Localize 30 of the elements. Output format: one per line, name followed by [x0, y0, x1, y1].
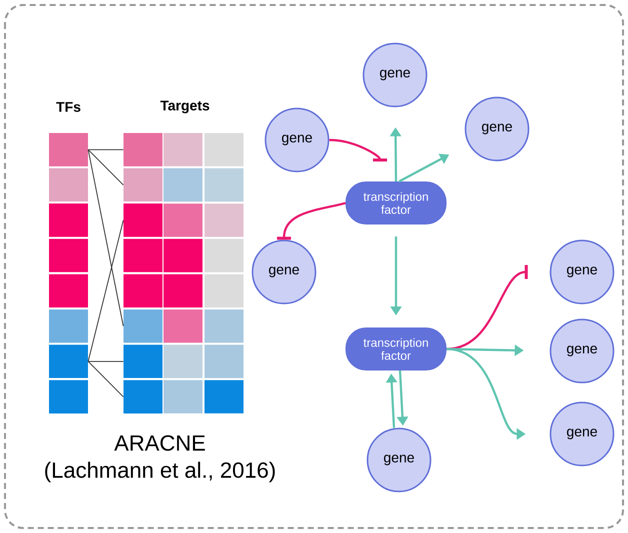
- citation: (Lachmann et al., 2016): [45, 462, 275, 482]
- connector-line: [88, 149, 124, 150]
- heatmap-cell: [124, 309, 162, 343]
- column-header: TFs: [56, 102, 80, 112]
- heatmap-cell: [124, 274, 162, 308]
- heatmap-cell: [49, 380, 88, 414]
- heatmap-cell: [49, 344, 88, 378]
- connector-line: [88, 149, 124, 327]
- connector-line: [88, 360, 124, 398]
- heatmap-cell: [124, 344, 162, 378]
- heatmap-cell: [124, 133, 162, 166]
- factor-pill: transcription factor: [346, 182, 446, 224]
- heatmap-cell: [124, 380, 162, 414]
- heatmap-cell: [49, 238, 88, 272]
- factor-pill: transcription factor: [346, 328, 446, 370]
- heatmap-cell: [124, 238, 162, 272]
- heatmap-cell: [49, 274, 88, 308]
- inhibition-arrow: [277, 202, 346, 240]
- heatmap-cell: [124, 204, 162, 237]
- heatmap-cell: [49, 309, 88, 343]
- heatmap-cell: [49, 133, 88, 166]
- heatmap-cell: [49, 204, 88, 237]
- heatmap-cell: [124, 168, 162, 202]
- inhibition-arrow: [329, 138, 387, 162]
- column-header: Targets: [160, 100, 210, 114]
- heatmap-cell: [49, 168, 88, 202]
- connector-line: [88, 220, 124, 362]
- method-name: ARACNE: [114, 435, 205, 451]
- connector-line: [88, 149, 124, 186]
- connector-line: [88, 360, 124, 362]
